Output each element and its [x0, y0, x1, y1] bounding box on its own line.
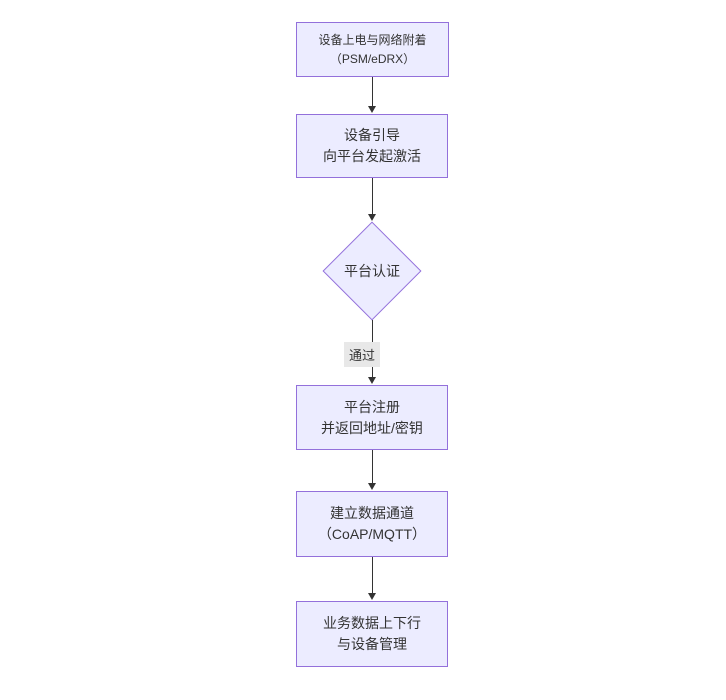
- node-channel-line1: 建立数据通道: [330, 505, 414, 521]
- edge-channel-business-line: [372, 557, 373, 594]
- edge-register-channel-arrowhead-icon: [368, 483, 376, 490]
- node-attach-line1: 设备上电与网络附着: [318, 32, 427, 47]
- node-register-line2: 并返回地址/密钥: [321, 419, 423, 436]
- node-attach: 设备上电与网络附着 （PSM/eDRX）: [296, 22, 449, 77]
- edge-attach-boot-line: [372, 77, 373, 107]
- node-auth-label: 平台认证: [344, 263, 400, 279]
- node-boot-line2: 向平台发起激活: [323, 148, 421, 164]
- node-business: 业务数据上下行 与设备管理: [296, 601, 448, 667]
- node-channel: 建立数据通道 （CoAP/MQTT）: [296, 491, 448, 557]
- node-channel-line2: （CoAP/MQTT）: [317, 526, 427, 542]
- node-boot-line1: 设备引导: [344, 127, 400, 143]
- edge-channel-business-arrowhead-icon: [368, 593, 376, 600]
- edge-attach-boot-arrowhead-icon: [368, 106, 376, 113]
- node-business-line1: 业务数据上下行: [323, 615, 421, 631]
- edge-auth-register-arrowhead-icon: [368, 377, 376, 384]
- edge-auth-register-label: 通过: [343, 342, 381, 367]
- edge-register-channel-line: [372, 450, 373, 484]
- node-register-line1: 平台注册: [344, 398, 400, 415]
- node-boot: 设备引导 向平台发起激活: [296, 114, 448, 178]
- node-attach-line2: （PSM/eDRX）: [329, 51, 416, 66]
- node-business-line2: 与设备管理: [337, 636, 407, 652]
- node-register: 平台注册 并返回地址/密钥: [296, 385, 448, 450]
- edge-boot-auth-line: [372, 178, 373, 215]
- edge-boot-auth-arrowhead-icon: [368, 214, 376, 221]
